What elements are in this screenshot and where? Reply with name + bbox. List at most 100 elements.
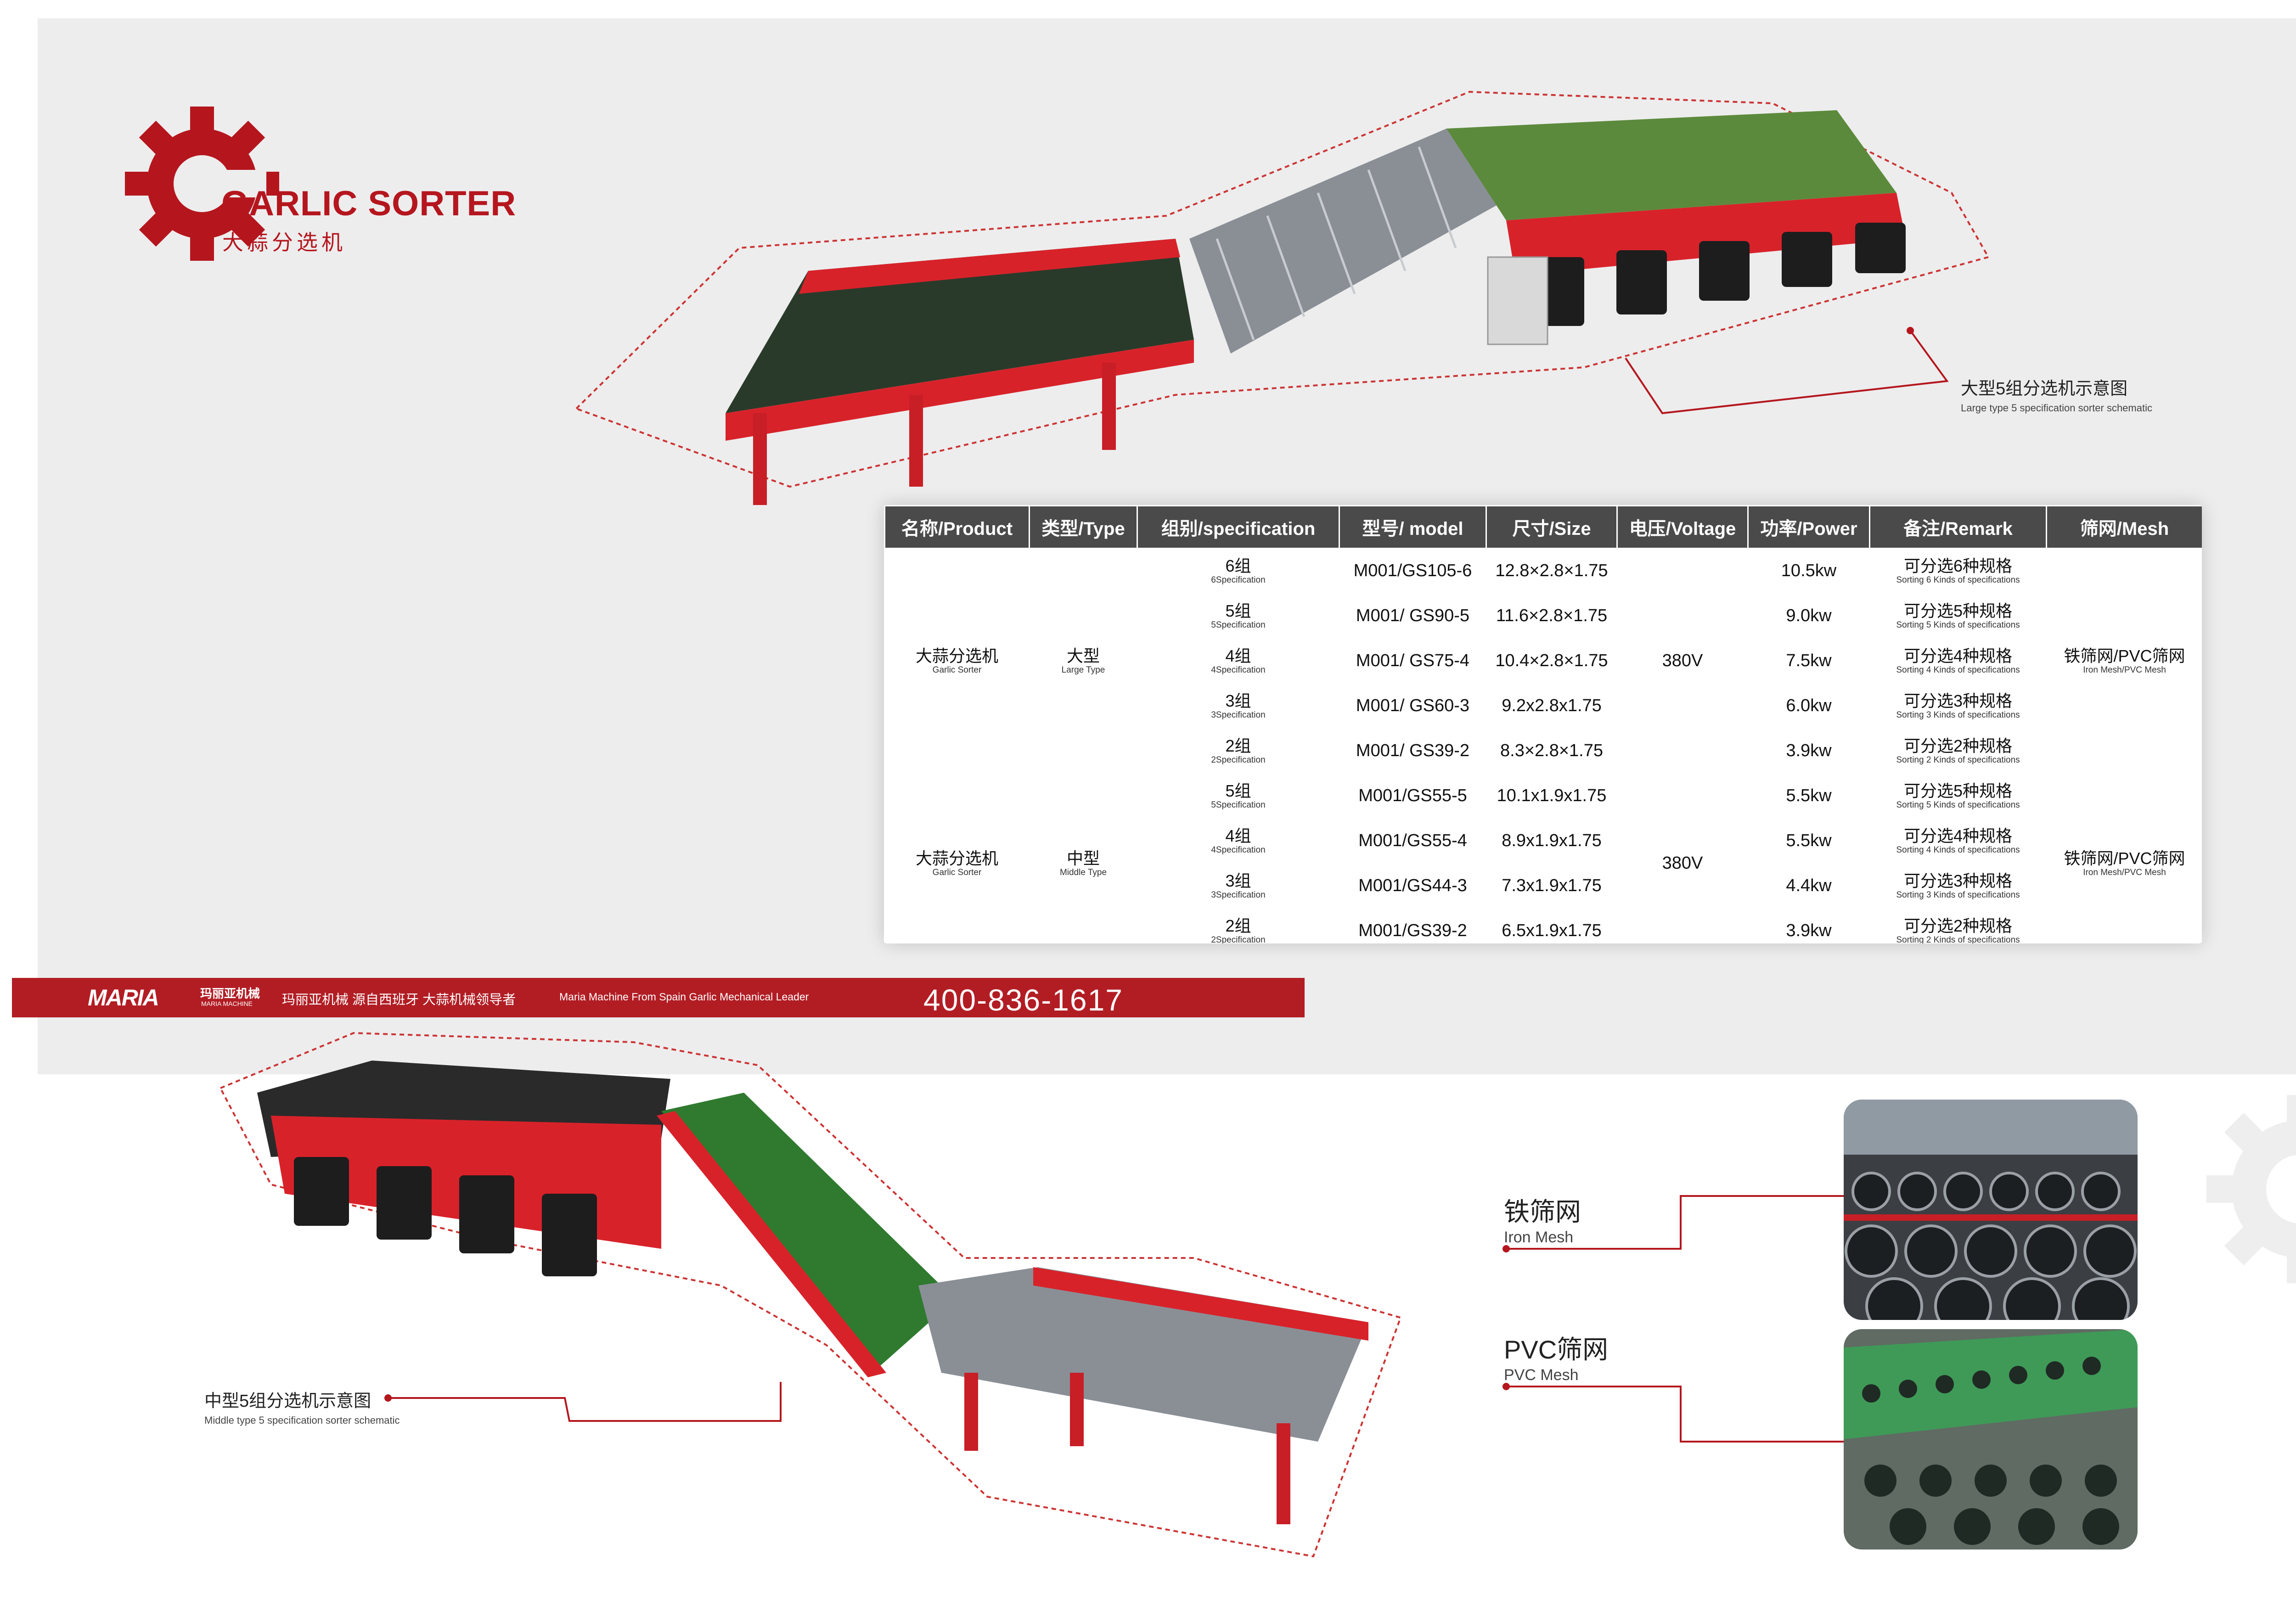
middle-caption-en: Middle type 5 specification sorter schem… [204, 1415, 400, 1426]
col-header-size: 尺寸/Size [1486, 505, 1618, 549]
size-cell: 10.4×2.8×1.75 [1486, 638, 1618, 684]
voltage-cell: 380V [1616, 773, 1749, 943]
col-header-specification: 组别/specification [1137, 505, 1340, 549]
voltage-cell: 380V [1616, 548, 1749, 774]
brand-banner: MARIA 玛丽亚机械 MARIA MACHINE 玛丽亚机械 源自西班牙 大蒜… [12, 978, 1305, 1017]
gear-logo-icon [125, 107, 279, 261]
size-cell: 9.2x2.8x1.75 [1486, 683, 1618, 729]
spec-table: 名称/Product 类型/Type 组别/specification 型号/ … [884, 505, 2202, 943]
power-cell: 5.5kw [1747, 773, 1870, 819]
model-cell: M001/ GS60-3 [1339, 683, 1487, 729]
size-cell: 8.9x1.9x1.75 [1486, 818, 1618, 864]
col-header-model: 型号/ model [1339, 505, 1487, 549]
size-cell: 12.8×2.8×1.75 [1486, 548, 1618, 594]
large-sorter-caption: 大型5组分选机示意图 Large type 5 specification so… [1961, 374, 2152, 414]
banner-brand-zh: 玛丽亚机械 [200, 987, 260, 1000]
banner-brand-en: MARIA MACHINE [201, 1000, 253, 1007]
gear-watermark-icon [2206, 1095, 2296, 1283]
col-header-remark: 备注/Remark [1869, 505, 2047, 549]
power-cell: 3.9kw [1747, 728, 1870, 774]
middle-sorter-caption: 中型5组分选机示意图 Middle type 5 specification s… [204, 1387, 400, 1426]
power-cell: 10.5kw [1747, 548, 1870, 594]
size-cell: 8.3×2.8×1.75 [1486, 728, 1618, 774]
maria-logo: MARIA [88, 985, 159, 1011]
col-header-power: 功率/Power [1747, 505, 1870, 549]
pvc-mesh-en: PVC Mesh [1504, 1366, 1579, 1384]
power-cell: 6.0kw [1747, 683, 1870, 729]
pvc-mesh-photo [1844, 1329, 2138, 1549]
middle-caption-zh: 中型5组分选机示意图 [204, 1392, 371, 1411]
power-cell: 4.4kw [1747, 863, 1870, 909]
size-cell: 10.1x1.9x1.75 [1486, 773, 1618, 819]
banner-slogan-en: Maria Machine From Spain Garlic Mechanic… [559, 991, 809, 1003]
model-cell: M001/GS105-6 [1339, 548, 1487, 594]
model-cell: M001/GS55-5 [1339, 773, 1487, 819]
large-caption-zh: 大型5组分选机示意图 [1961, 379, 2128, 399]
model-cell: M001/GS44-3 [1339, 863, 1487, 909]
power-cell: 7.5kw [1747, 638, 1870, 684]
model-cell: M001/ GS39-2 [1339, 728, 1487, 774]
model-cell: M001/ GS75-4 [1339, 638, 1487, 684]
brand-subtitle: 大蒜分选机 [222, 230, 346, 254]
middle-sorter-illustration [219, 1032, 1402, 1558]
col-header-type: 类型/Type [1029, 505, 1138, 549]
model-cell: M001/ GS90-5 [1339, 593, 1487, 639]
size-cell: 6.5x1.9x1.75 [1486, 908, 1618, 943]
power-cell: 5.5kw [1747, 818, 1870, 864]
power-cell: 9.0kw [1747, 593, 1870, 639]
iron-mesh-label: 铁筛网 Iron Mesh [1504, 1191, 1581, 1246]
large-caption-en: Large type 5 specification sorter schema… [1961, 402, 2152, 414]
iron-mesh-en: Iron Mesh [1504, 1229, 1574, 1246]
size-cell: 11.6×2.8×1.75 [1486, 593, 1618, 639]
iron-mesh-photo [1844, 1100, 2138, 1320]
pvc-mesh-label: PVC筛网 PVC Mesh [1504, 1329, 1608, 1384]
brand-title: GARLIC SORTER [221, 184, 517, 223]
power-cell: 3.9kw [1747, 908, 1870, 943]
spec-table-card: 名称/Product 类型/Type 组别/specification 型号/ … [884, 505, 2202, 943]
model-cell: M001/GS55-4 [1339, 818, 1487, 864]
col-header-product: 名称/Product [884, 505, 1030, 549]
col-header-voltage: 电压/Voltage [1616, 505, 1749, 549]
large-sorter-illustration [575, 90, 1990, 505]
iron-mesh-zh: 铁筛网 [1504, 1197, 1581, 1226]
model-cell: M001/GS39-2 [1339, 908, 1487, 943]
phone-number[interactable]: 400-836-1617 [923, 983, 1124, 1017]
pvc-mesh-zh: PVC筛网 [1504, 1335, 1609, 1364]
col-header-mesh: 筛网/Mesh [2046, 505, 2202, 549]
banner-slogan-zh: 玛丽亚机械 源自西班牙 大蒜机械领导者 [282, 993, 516, 1007]
size-cell: 7.3x1.9x1.75 [1486, 863, 1618, 909]
